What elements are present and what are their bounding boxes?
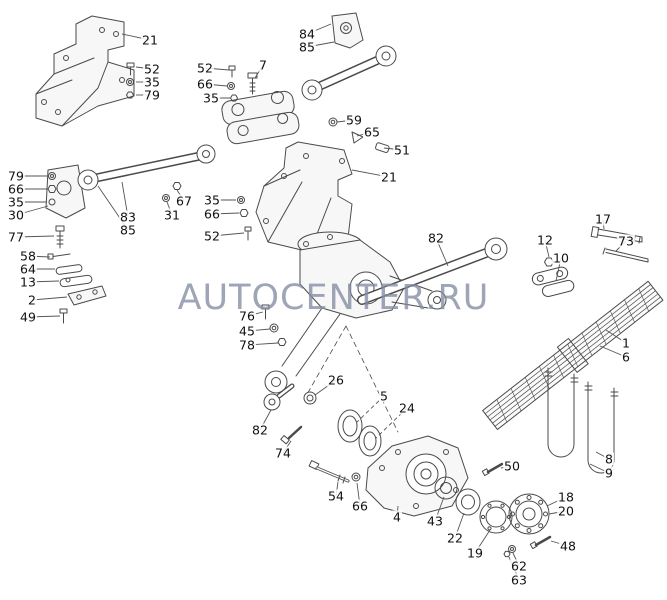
part-number-label-78: 78 [238,337,256,353]
part-number-label-4: 4 [392,509,402,525]
part-number-label-13: 13 [19,274,37,290]
part-number-label-35: 35 [203,192,221,208]
part-number-label-45: 45 [238,323,256,339]
part-number-label-17: 17 [594,211,612,227]
part-number-label-31: 31 [163,207,181,223]
part-number-label-22: 22 [446,530,464,546]
part-number-label-65: 65 [363,124,381,140]
bolts-50-48-62-63 [481,462,552,558]
part-number-label-35: 35 [143,74,161,90]
part-number-label-54: 54 [327,488,345,504]
part-number-label-76: 76 [238,308,256,324]
torque-rod-upper [301,12,397,101]
part-number-label-52: 52 [203,228,221,244]
part-number-label-12: 12 [536,232,554,248]
part-number-label-63: 63 [510,572,528,588]
lower-bracket-assembly [337,409,469,517]
alignment-dashed-lines [305,325,399,433]
fasteners-mid-column [237,196,252,241]
part-number-label-85: 85 [298,39,316,55]
part-number-label-20: 20 [557,503,575,519]
part-number-label-52: 52 [196,60,214,76]
part-number-label-9: 9 [604,465,614,481]
part-number-label-48: 48 [559,538,577,554]
part-number-label-18: 18 [557,489,575,505]
part-number-label-59: 59 [345,112,363,128]
part-number-label-24: 24 [398,400,416,416]
fasteners-center-column [261,304,287,346]
fasteners-left-column [47,172,57,206]
fasteners-top-center [227,65,238,102]
part-number-label-79: 79 [143,87,161,103]
part-number-label-73: 73 [617,233,635,249]
hub-rings-and-covers [434,476,550,535]
part-number-label-21: 21 [141,32,159,48]
part-number-label-19: 19 [466,545,484,561]
part-number-label-67: 67 [175,193,193,209]
part-number-label-10: 10 [552,250,570,266]
leaf-spring [482,280,664,430]
part-number-label-66: 66 [196,76,214,92]
torque-rod-lower-right [357,237,508,305]
part-number-label-77: 77 [7,229,25,245]
part-number-label-30: 30 [7,207,25,223]
ball-joint-lower-left [263,383,317,411]
part-number-label-1: 1 [621,335,631,351]
part-number-label-74: 74 [274,445,292,461]
fasteners-top-left [126,62,135,99]
part-number-label-66: 66 [351,498,369,514]
part-number-label-82: 82 [251,422,269,438]
part-number-label-50: 50 [503,458,521,474]
watermark-text: AUTOCENTER.RU [177,278,490,318]
part-number-label-35: 35 [202,90,220,106]
part-number-label-6: 6 [621,349,631,365]
part-number-label-26: 26 [327,372,345,388]
part-number-label-21: 21 [380,169,398,185]
part-number-label-51: 51 [393,142,411,158]
part-number-label-85: 85 [119,222,137,238]
part-number-label-8: 8 [604,451,614,467]
part-number-label-49: 49 [19,309,37,325]
part-number-label-43: 43 [426,513,444,529]
part-number-label-66: 66 [203,206,221,222]
part-number-label-5: 5 [379,388,389,404]
stud-77 [55,225,65,249]
part-number-label-62: 62 [510,558,528,574]
bracket-front-left [35,15,135,127]
nut-67-washer-31 [162,182,182,202]
stabilizer-rod-left [45,144,216,219]
part-number-label-7: 7 [258,57,268,73]
bolt-54-washer-66 [308,460,361,484]
part-number-label-82: 82 [427,230,445,246]
small-parts-left-lower [47,253,107,324]
upper-mount-plates [221,90,300,145]
part-number-label-2: 2 [27,292,37,308]
